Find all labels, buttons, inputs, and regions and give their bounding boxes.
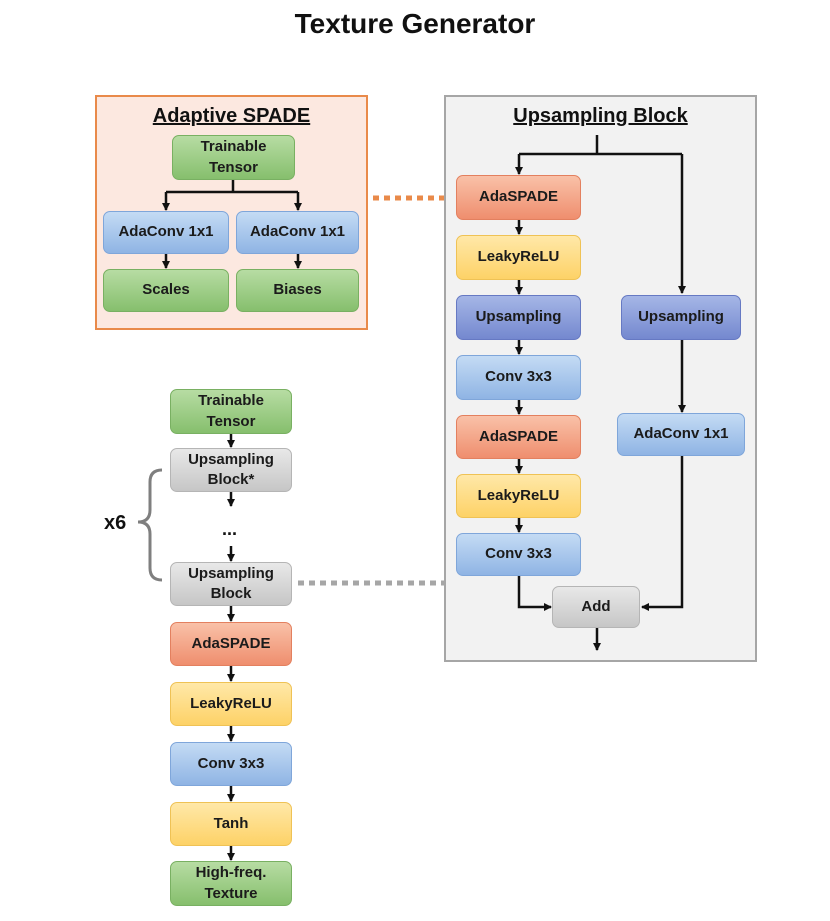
gen-upsampling-block-star: Upsampling Block* xyxy=(170,448,292,492)
gen-output-texture: High-freq. Texture xyxy=(170,861,292,906)
gen-ellipsis: ... xyxy=(222,519,238,539)
gen-leakyrelu: LeakyReLU xyxy=(170,682,292,726)
gen-upsampling-block: Upsampling Block xyxy=(170,562,292,606)
gen-adaspade: AdaSPADE xyxy=(170,622,292,666)
upsampling-block-title: Upsampling Block xyxy=(513,105,688,127)
repeat-label: x6 xyxy=(104,512,127,534)
block-adaspade-1: AdaSPADE xyxy=(456,175,581,220)
gen-conv: Conv 3x3 xyxy=(170,742,292,786)
adaptive-trainable-tensor: Trainable Tensor xyxy=(172,135,295,180)
arrow-skip-adaconv-to-add xyxy=(641,456,684,611)
arrow-conv-to-add xyxy=(517,576,552,611)
block-leakyrelu-2: LeakyReLU xyxy=(456,474,581,518)
gen-tanh: Tanh xyxy=(170,802,292,846)
block-skip-upsampling: Upsampling xyxy=(621,295,741,340)
adaptive-biases: Biases xyxy=(236,269,359,312)
block-add: Add xyxy=(552,586,640,628)
gen-trainable-tensor: Trainable Tensor xyxy=(170,389,292,434)
block-upsampling: Upsampling xyxy=(456,295,581,340)
repeat-brace xyxy=(137,468,163,582)
block-adaspade-2: AdaSPADE xyxy=(456,415,581,459)
block-leakyrelu-1: LeakyReLU xyxy=(456,235,581,280)
adaptive-scales: Scales xyxy=(103,269,229,312)
block-conv-2: Conv 3x3 xyxy=(456,533,581,576)
page-title: Texture Generator xyxy=(294,8,536,39)
block-skip-adaconv: AdaConv 1x1 xyxy=(617,413,745,456)
arrow-input-split xyxy=(519,135,682,156)
arrow-tensor-to-split xyxy=(166,180,298,194)
adaptive-spade-title: Adaptive SPADE xyxy=(152,105,311,127)
adaptive-adaconv-right: AdaConv 1x1 xyxy=(236,211,359,254)
block-conv-1: Conv 3x3 xyxy=(456,355,581,400)
adaptive-adaconv-left: AdaConv 1x1 xyxy=(103,211,229,254)
